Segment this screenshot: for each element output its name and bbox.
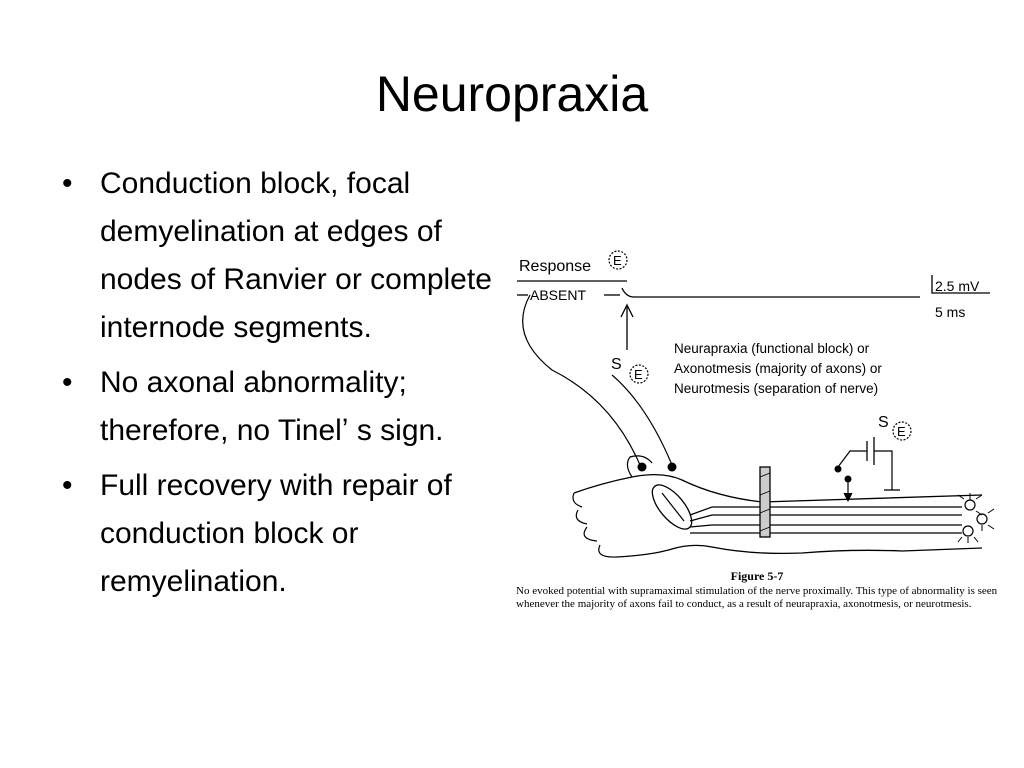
neuron-cell-icon xyxy=(957,525,979,543)
arm-upper-outline xyxy=(573,473,983,503)
nerve-fiber xyxy=(689,506,962,516)
bullet-item: • Conduction block, focal demyelination … xyxy=(62,160,502,352)
scale-ms-label: 5 ms xyxy=(935,304,965,320)
recording-lead-2 xyxy=(611,374,673,466)
proximal-stim-s-label: S xyxy=(878,414,889,431)
bullet-text: Full recovery with repair of conduction … xyxy=(100,469,452,598)
recording-lead-1 xyxy=(522,294,641,466)
nerve-fiber xyxy=(689,524,962,528)
lesion-line: Axonotmesis (majority of axons) or xyxy=(674,361,882,376)
bullet-text: Conduction block, focal demyelination at… xyxy=(100,167,492,344)
down-arrow-icon xyxy=(843,492,853,503)
lesion-hatch xyxy=(759,490,771,496)
lesion-line: Neurapraxia (functional block) or xyxy=(674,341,870,356)
arm-lower-outline xyxy=(616,544,983,558)
neuron-cell-icon xyxy=(957,493,983,516)
neuron-cell-icon xyxy=(976,508,995,531)
bullet-list: • Conduction block, focal demyelination … xyxy=(62,160,502,613)
wrist-electrode-line xyxy=(661,492,685,522)
recording-electrode-icon xyxy=(608,250,628,270)
nerve-fiber xyxy=(689,514,962,522)
bullet-icon: • xyxy=(62,469,73,502)
lesion-line: Neurotmesis (separation of nerve) xyxy=(674,381,878,396)
figure-caption: No evoked potential with supramaximal st… xyxy=(516,585,998,610)
bullet-text: No axonal abnormality; therefore, no Tin… xyxy=(100,366,444,447)
switch-dot-icon xyxy=(834,465,842,473)
bullet-icon: • xyxy=(62,366,73,399)
wrist-electrode-icon xyxy=(651,484,693,530)
stim-s-label: S xyxy=(611,356,622,373)
cathode-dot-icon xyxy=(844,475,852,483)
scale-bar-icon xyxy=(931,275,990,294)
bullet-icon: • xyxy=(62,167,73,200)
flat-response-trace xyxy=(621,287,920,298)
stim-wiring xyxy=(837,450,893,490)
bullet-item: • No axonal abnormality; therefore, no T… xyxy=(62,359,502,455)
figure-title: Figure 5-7 xyxy=(730,569,784,583)
lesion-hatch xyxy=(759,526,771,532)
stim-electrode-label: E xyxy=(634,367,643,382)
absent-label: ABSENT xyxy=(530,287,586,303)
stim-electrode-icon xyxy=(629,364,649,384)
proximal-electrode-label: E xyxy=(897,424,906,439)
figure-illustration: Response E ABSENT 2.5 mV 5 ms S E Neurap… xyxy=(517,250,995,558)
thumb-outline xyxy=(626,455,653,478)
slide-title: Neuropraxia xyxy=(375,66,649,122)
proximal-electrode-icon xyxy=(892,421,912,441)
bullet-item: • Full recovery with repair of conductio… xyxy=(62,462,502,606)
up-arrow-icon xyxy=(620,303,634,318)
nerve-conduction-figure: Response E ABSENT 2.5 mV 5 ms S E Neurap… xyxy=(512,245,1002,635)
response-label: Response xyxy=(519,258,591,275)
response-electrode-label: E xyxy=(613,253,622,268)
lesion-hatch xyxy=(759,472,771,478)
electrode-dot-icon xyxy=(667,462,677,472)
fingers-outline xyxy=(572,492,618,558)
electrode-dot-icon xyxy=(637,462,647,472)
scale-mv-label: 2.5 mV xyxy=(935,278,980,294)
lesion-block-icon xyxy=(759,466,771,538)
lesion-hatch xyxy=(759,508,771,514)
